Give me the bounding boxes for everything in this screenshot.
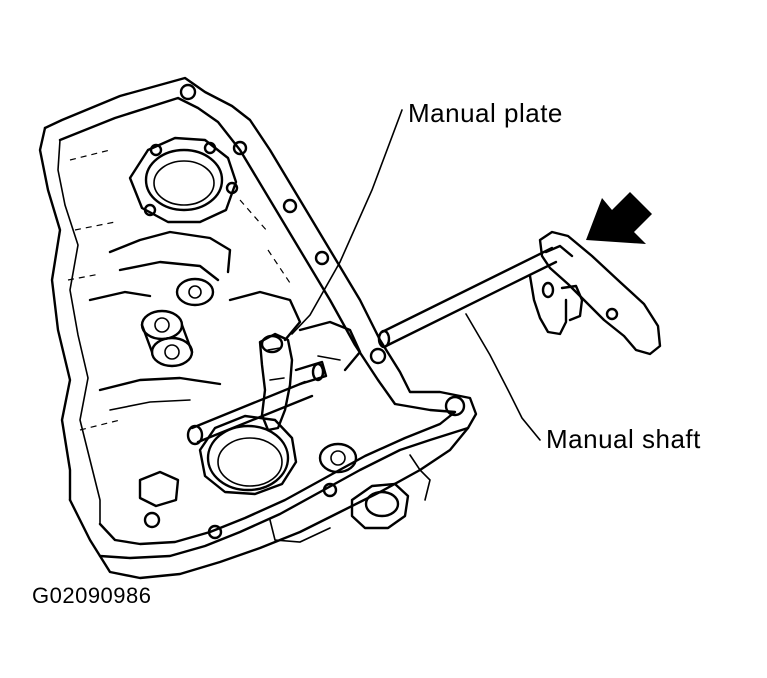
casting-hatching — [67, 149, 293, 431]
figure-code: G02090986 — [32, 583, 152, 608]
manual-plate-leader — [291, 109, 403, 335]
manual-shaft-leader — [465, 313, 541, 441]
lower-bore — [138, 414, 358, 508]
manual-plate — [258, 332, 294, 432]
valve-body-housing — [38, 76, 478, 580]
middle-passages — [88, 230, 362, 411]
manual-shaft — [377, 230, 662, 356]
frame-bolt-holes — [143, 83, 466, 540]
leader-lines — [291, 109, 541, 441]
upper-bore — [128, 136, 239, 224]
manual-plate-label: Manual plate — [408, 98, 563, 128]
lower-connector — [350, 482, 410, 530]
arrow-down-left-icon — [586, 192, 652, 244]
manual-shaft-label: Manual shaft — [546, 424, 701, 454]
manual-shaft-inner — [186, 360, 328, 446]
